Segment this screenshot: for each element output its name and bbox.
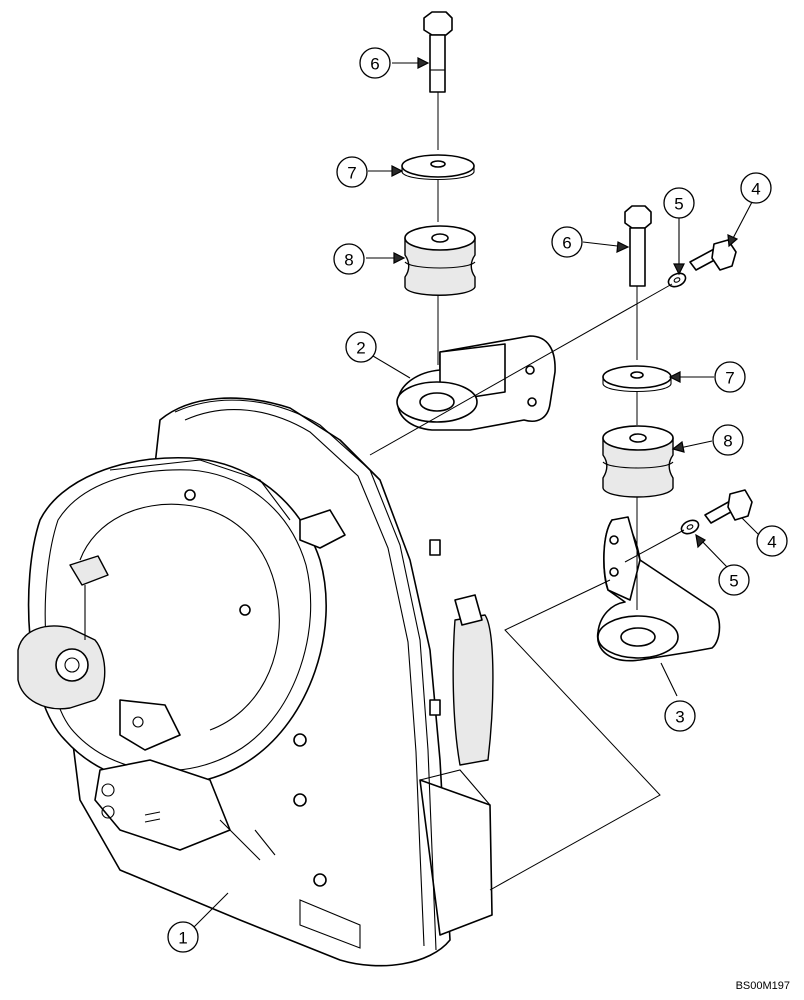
figure-code: BS00M197 bbox=[735, 980, 790, 992]
right-washer bbox=[602, 365, 672, 393]
right-bolt bbox=[624, 205, 652, 287]
lower-small-bolt bbox=[704, 489, 753, 524]
svg-text:5: 5 bbox=[674, 195, 683, 214]
callout-3: 3 bbox=[664, 700, 696, 732]
svg-text:6: 6 bbox=[562, 234, 571, 253]
callout-5-upper: 5 bbox=[663, 187, 695, 219]
svg-text:2: 2 bbox=[356, 339, 365, 358]
svg-text:3: 3 bbox=[675, 708, 684, 727]
svg-text:4: 4 bbox=[751, 180, 760, 199]
svg-text:7: 7 bbox=[347, 164, 356, 183]
left-mounting-bracket bbox=[396, 335, 556, 431]
lower-lock-washer bbox=[680, 519, 700, 535]
callout-7-left: 7 bbox=[336, 156, 368, 188]
transmission-housing bbox=[17, 397, 494, 967]
callout-4-lower: 4 bbox=[756, 525, 788, 557]
callout-6-right: 6 bbox=[551, 226, 583, 258]
svg-text:5: 5 bbox=[729, 572, 738, 591]
leader-lines bbox=[192, 57, 759, 929]
callout-1: 1 bbox=[167, 921, 199, 953]
callout-6-left: 6 bbox=[359, 47, 391, 79]
upper-small-bolt bbox=[689, 239, 737, 271]
callout-5-lower: 5 bbox=[718, 564, 750, 596]
left-bolt bbox=[423, 11, 453, 93]
svg-text:4: 4 bbox=[767, 533, 776, 552]
svg-text:8: 8 bbox=[344, 251, 353, 270]
right-rubber-mount bbox=[602, 425, 674, 498]
callout-8-right: 8 bbox=[712, 424, 744, 456]
svg-text:1: 1 bbox=[178, 929, 187, 948]
svg-text:7: 7 bbox=[725, 369, 734, 388]
callout-7-right: 7 bbox=[714, 361, 746, 393]
svg-text:8: 8 bbox=[723, 432, 732, 451]
left-rubber-mount bbox=[404, 225, 476, 296]
callout-8-left: 8 bbox=[333, 243, 365, 275]
callout-4-upper: 4 bbox=[740, 172, 772, 204]
callout-2: 2 bbox=[345, 331, 377, 363]
svg-text:6: 6 bbox=[370, 55, 379, 74]
upper-lock-washer bbox=[667, 272, 687, 288]
right-mounting-bracket bbox=[596, 516, 721, 662]
left-washer bbox=[401, 154, 475, 181]
